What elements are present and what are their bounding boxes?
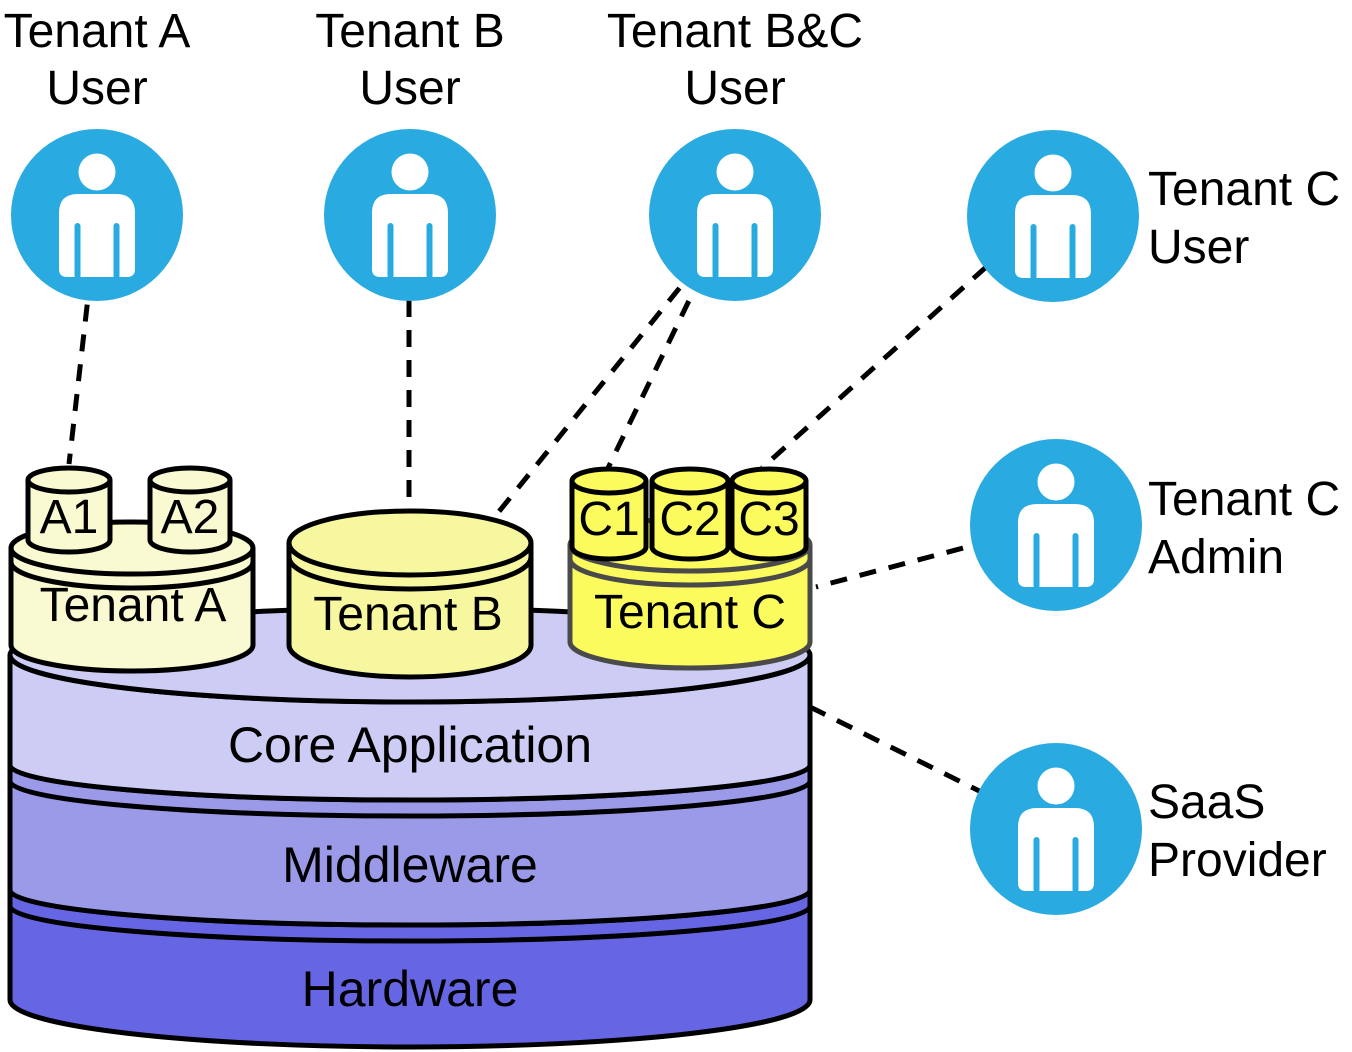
hardware-layer-rim <box>7 905 813 944</box>
tenant-a-cylinder-body <box>8 548 256 674</box>
instance-a2-cylinder-top <box>147 465 233 495</box>
instance-c3-cylinder-body <box>729 481 809 562</box>
tenant-b-user-icon <box>324 129 496 301</box>
tenant-c-admin-icon <box>970 439 1142 611</box>
tenant-b-user-label-line1: Tenant B <box>315 5 504 58</box>
saas-provider-label-line1: SaaS <box>1148 776 1265 829</box>
saas-provider-label-line2: Provider <box>1148 834 1327 887</box>
tenant-b-cylinder-rim <box>286 556 534 592</box>
tenant-c-label: Tenant C <box>594 586 786 639</box>
tenant-a-user-label-line2: User <box>46 62 147 115</box>
instance-a1-label: A1 <box>40 491 99 544</box>
tenant-bc-user-label-line1: Tenant B&C <box>607 5 863 58</box>
stack-labels: Core Application Middleware Hardware <box>228 717 592 1017</box>
tenant-bc-user-icon <box>649 129 821 301</box>
tenant-b-label: Tenant B <box>313 588 502 641</box>
tenant-c-admin-label-line2: Admin <box>1148 531 1284 584</box>
tenant-c-cylinder-body <box>567 545 813 671</box>
instance-c3-label: C3 <box>738 493 799 546</box>
instance-c1-cylinder-body <box>569 481 649 562</box>
tenant-c-user-label-line1: Tenant C <box>1148 163 1340 216</box>
instance-c3-cylinder-top <box>729 466 809 496</box>
tenant-b-group: Tenant B <box>286 508 534 680</box>
instance-a1-cylinder-body <box>25 480 113 555</box>
tenant-a-user-icon <box>11 129 183 301</box>
middleware-label: Middleware <box>282 837 538 893</box>
tenant-b-cylinder-body <box>286 543 534 680</box>
tenant-b-cylinder-top <box>286 508 534 578</box>
tenant-a-label: Tenant A <box>40 579 227 632</box>
saas-provider-icon <box>970 743 1142 915</box>
core-application-label: Core Application <box>228 717 592 773</box>
instance-c1-label: C1 <box>578 493 639 546</box>
tenant-c-cylinder-rim <box>567 558 813 588</box>
instance-c2-cylinder-body <box>649 481 731 562</box>
hardware-label: Hardware <box>302 961 519 1017</box>
actor-labels: Tenant A User Tenant B User Tenant B&C U… <box>4 5 1341 887</box>
tenant-b-user-label-line2: User <box>359 62 460 115</box>
tenant-a-group: A1 A2 Tenant A <box>8 465 256 674</box>
instance-c2-label: C2 <box>659 493 720 546</box>
instance-a1-cylinder-top <box>25 465 113 495</box>
tenant-c-user-icon <box>967 130 1139 302</box>
tenant-a-user-label-line1: Tenant A <box>4 5 191 58</box>
instance-c2-cylinder-top <box>649 466 731 496</box>
instance-a2-cylinder-body <box>147 480 233 555</box>
tenant-a-cylinder-rim <box>8 561 256 591</box>
instance-c1-cylinder-top <box>569 466 649 496</box>
tenant-c-user-label-line2: User <box>1148 221 1249 274</box>
tenant-bc-user-label-line2: User <box>684 62 785 115</box>
platform-stack <box>7 605 813 1050</box>
tenant-c-admin-label-line1: Tenant C <box>1148 473 1340 526</box>
middleware-layer-rim <box>7 780 813 819</box>
instance-a2-label: A2 <box>161 491 220 544</box>
tenant-c-group: C1 C2 C3 Tenant C <box>567 466 813 671</box>
